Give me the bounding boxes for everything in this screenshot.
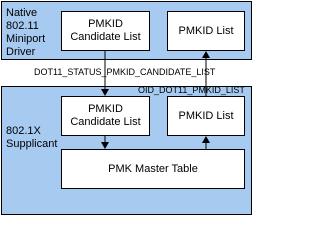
pmk-master-table-label: PMK Master Table <box>108 162 198 175</box>
supplicant-candidate-line: Candidate List <box>70 116 141 128</box>
miniport-driver-label: Native 802.11 Miniport Driver <box>6 7 45 59</box>
oid-connector-label: OID_DOT11_PMKID_LIST <box>138 85 245 95</box>
driver-label-line: Driver <box>6 46 36 58</box>
supplicant-pmkid-list-label: PMKID List <box>178 109 234 122</box>
table-to-pmkid-arrowhead <box>202 136 210 143</box>
status-connector-label: DOT11_STATUS_PMKID_CANDIDATE_LIST <box>34 67 216 77</box>
driver-label-line: 802.11 <box>6 20 39 32</box>
status-arrowhead <box>101 89 109 96</box>
driver-pmkid-list-label: PMKID List <box>178 24 234 37</box>
pmk-master-table-box: PMK Master Table <box>61 149 245 189</box>
supplicant-pmkid-list-box: PMKID List <box>167 96 245 136</box>
driver-candidate-line: PMKID <box>88 18 123 30</box>
supplicant-label-line: Supplicant <box>6 138 58 150</box>
driver-pmkid-candidate-list-box: PMKID Candidate List <box>61 11 150 51</box>
supplicant-candidate-line: PMKID <box>88 103 123 115</box>
supplicant-pmkid-candidate-list-box: PMKID Candidate List <box>61 96 150 136</box>
driver-label-line: Native <box>6 7 38 19</box>
connector-arrows <box>101 51 210 149</box>
driver-pmkid-list-box: PMKID List <box>167 11 245 51</box>
candidate-to-table-arrowhead <box>101 142 109 149</box>
supplicant-label: 802.1X Supplicant <box>6 125 57 151</box>
driver-candidate-line: Candidate List <box>70 31 141 43</box>
supplicant-label-line: 802.1X <box>6 125 41 137</box>
driver-label-line: Miniport <box>6 33 46 45</box>
oid-arrowhead <box>202 51 210 58</box>
